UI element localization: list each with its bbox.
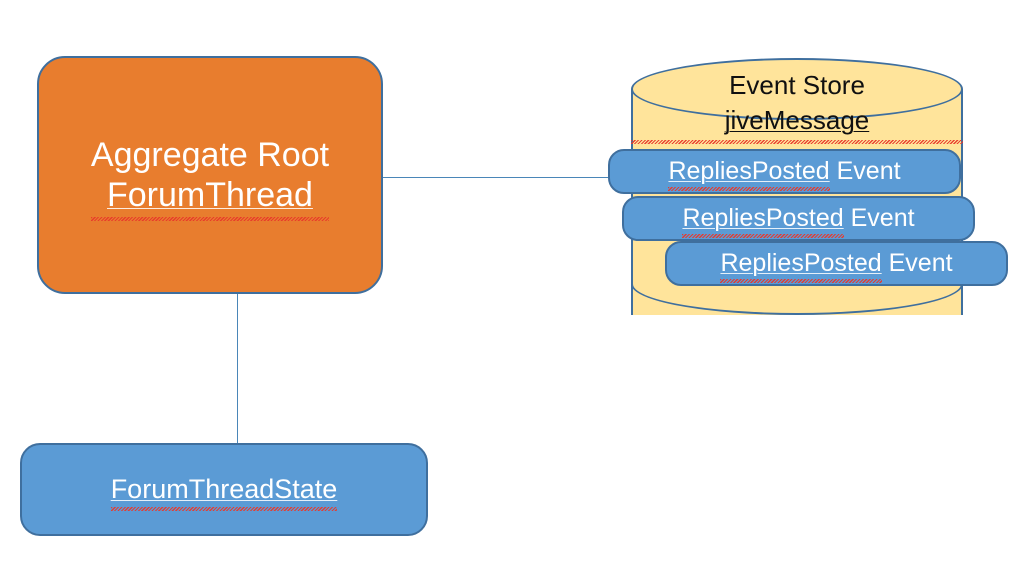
event-card-suffix: Event — [881, 249, 953, 277]
aggregate-root-subtitle: ForumThread — [90, 175, 330, 222]
event-card-name: RepliesPosted — [720, 249, 882, 277]
forum-thread-state-node[interactable]: ForumThreadState — [20, 443, 428, 536]
event-card[interactable]: RepliesPosted Event — [665, 241, 1008, 286]
event-card-suffix: Event — [843, 204, 915, 232]
forum-thread-state-label: ForumThreadState — [110, 473, 338, 512]
aggregate-root-title: Aggregate Root — [90, 135, 330, 174]
event-store-title: Event Store — [729, 70, 865, 100]
event-store-label: Event Store jiveMessage — [631, 68, 963, 144]
event-card[interactable]: RepliesPosted Event — [608, 149, 961, 194]
event-card-suffix: Event — [829, 157, 901, 185]
event-card-name: RepliesPosted — [668, 157, 830, 185]
cylinder-top-ellipse — [631, 58, 963, 120]
event-store-subtitle: jiveMessage — [631, 103, 963, 144]
aggregate-to-event-store-connector — [383, 177, 609, 178]
event-card[interactable]: RepliesPosted Event — [622, 196, 975, 241]
aggregate-root-node[interactable]: Aggregate Root ForumThread — [37, 56, 383, 294]
event-card-name: RepliesPosted — [682, 204, 844, 232]
aggregate-to-state-connector — [237, 265, 238, 444]
